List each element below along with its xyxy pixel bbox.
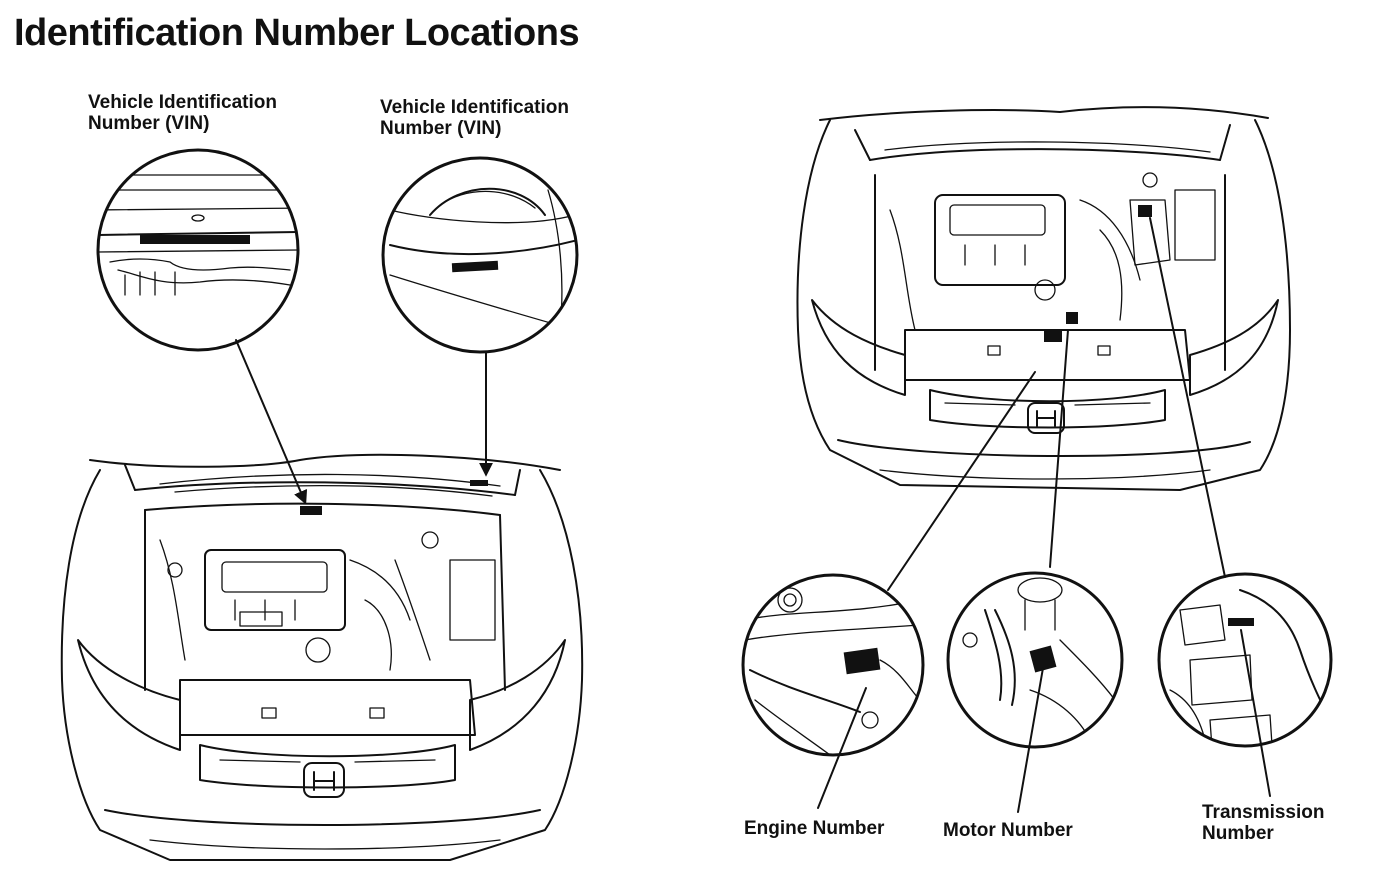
transmission-label-line1: Transmission xyxy=(1202,802,1325,823)
motor-number-detail-circle xyxy=(946,571,1124,749)
page-title: Identification Number Locations xyxy=(14,12,580,54)
vin-right-label: Vehicle Identification Number (VIN) xyxy=(380,97,569,139)
vin-left-label: Vehicle Identification Number (VIN) xyxy=(88,92,277,134)
vin-right-label-line1: Vehicle Identification xyxy=(380,97,569,118)
transmission-number-detail-circle xyxy=(1157,572,1333,748)
honda-logo-icon xyxy=(1027,402,1065,434)
vin-left-label-line2: Number (VIN) xyxy=(88,113,210,134)
vin-right-label-line2: Number (VIN) xyxy=(380,118,502,139)
vin-detail-circle-2 xyxy=(381,156,579,354)
engine-number-detail-circle xyxy=(741,573,925,757)
vin-left-label-line1: Vehicle Identification xyxy=(88,92,277,113)
motor-number-label: Motor Number xyxy=(943,820,1073,841)
right-car-front-view xyxy=(796,106,1291,491)
transmission-label-line2: Number xyxy=(1202,823,1274,844)
transmission-number-label: Transmission Number xyxy=(1202,802,1325,844)
left-car-front-view xyxy=(60,453,584,861)
honda-logo-icon xyxy=(303,762,345,798)
engine-number-label: Engine Number xyxy=(744,818,885,839)
vin-detail-circle-1 xyxy=(96,148,300,352)
